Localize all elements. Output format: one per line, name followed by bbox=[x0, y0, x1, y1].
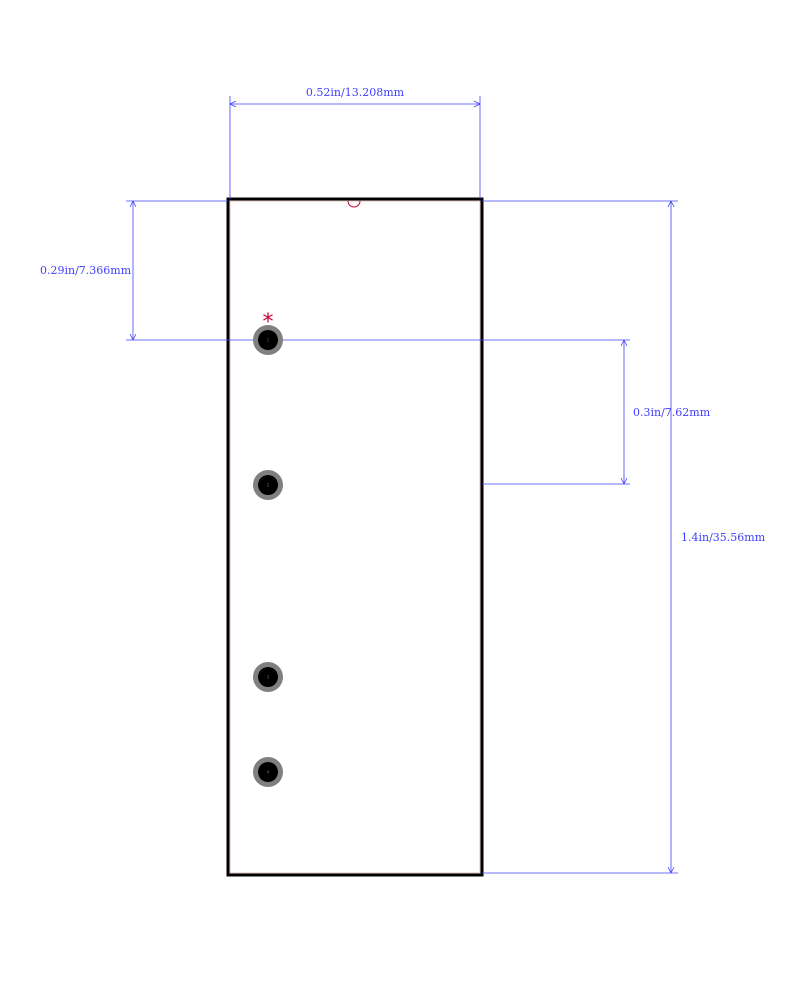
orientation-notch bbox=[347, 200, 361, 208]
pad-number-label: 2 bbox=[267, 483, 270, 488]
pin1-offset-dimension bbox=[126, 200, 480, 341]
pitch-dimension bbox=[480, 339, 630, 485]
height-dimension-label: 1.4in/35.56mm bbox=[681, 531, 766, 544]
pad-2: 2 bbox=[253, 470, 283, 500]
pad-number-label: 3 bbox=[267, 675, 270, 680]
width-dimension bbox=[229, 96, 481, 199]
height-dimension bbox=[482, 200, 678, 874]
pad-number-label: 1 bbox=[267, 338, 270, 343]
pad-3: 3 bbox=[253, 662, 283, 692]
width-dimension-label: 0.52in/13.208mm bbox=[306, 86, 405, 99]
pin1-marker: * bbox=[263, 310, 274, 335]
pad-4: 4 bbox=[253, 757, 283, 787]
pad-number-label: 4 bbox=[267, 770, 270, 775]
pad-1: 1 bbox=[253, 325, 283, 355]
component-outline bbox=[226, 197, 484, 877]
pitch-dimension-label: 0.3in/7.62mm bbox=[633, 406, 711, 419]
component-inner-outline bbox=[229, 200, 481, 874]
pin1-offset-dimension-label: 0.29in/7.366mm bbox=[40, 264, 132, 277]
